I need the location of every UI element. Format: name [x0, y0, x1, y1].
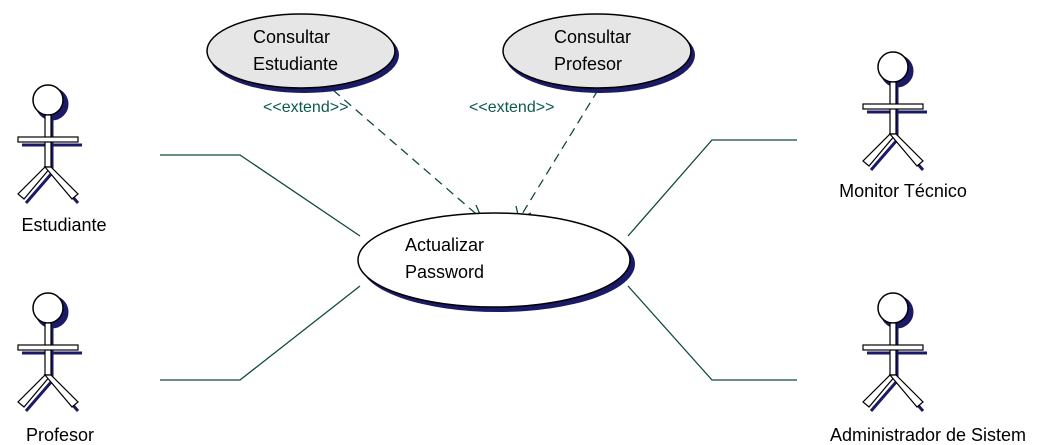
actor-profesor-figure-icon — [16, 291, 84, 413]
use-case-consultar-estudiante-line2: Estudiante — [253, 54, 338, 74]
actor-estudiante[interactable]: Estudiante — [16, 83, 107, 235]
extend-line-right — [518, 89, 599, 220]
use-case-consultar-profesor[interactable]: Consultar Profesor — [502, 13, 695, 93]
use-case-consultar-profesor-line2: Profesor — [554, 54, 622, 74]
actor-estudiante-label: Estudiante — [21, 215, 106, 235]
association-monitor — [627, 139, 797, 237]
use-case-actualizar-password-line2: Password — [405, 262, 484, 282]
association-estudiante — [160, 154, 361, 237]
association-administrador — [627, 285, 797, 381]
association-profesor — [160, 285, 361, 381]
extend-line-left — [332, 89, 483, 220]
actor-administrador-label: Administrador de Sistem — [830, 425, 1026, 445]
use-case-actualizar-password[interactable]: Actualizar Password — [357, 212, 635, 312]
actor-administrador[interactable]: Administrador de Sistem — [830, 291, 1026, 445]
use-case-consultar-estudiante[interactable]: Consultar Estudiante — [206, 13, 399, 93]
use-case-actualizar-password-line1: Actualizar — [405, 235, 484, 255]
use-case-consultar-estudiante-line1: Consultar — [253, 27, 330, 47]
actor-profesor-label: Profesor — [26, 425, 94, 445]
actor-monitor-label: Monitor Técnico — [839, 181, 967, 201]
use-case-consultar-profesor-line1: Consultar — [554, 27, 631, 47]
extend-label-right: <<extend>> — [469, 99, 554, 116]
actor-administrador-figure-icon — [861, 291, 929, 413]
actor-monitor-figure-icon — [861, 50, 929, 172]
actor-profesor[interactable]: Profesor — [16, 291, 94, 445]
actor-estudiante-figure-icon — [16, 83, 84, 205]
extend-label-left: <<extend>> — [263, 99, 348, 116]
actor-monitor-tecnico[interactable]: Monitor Técnico — [839, 50, 967, 201]
